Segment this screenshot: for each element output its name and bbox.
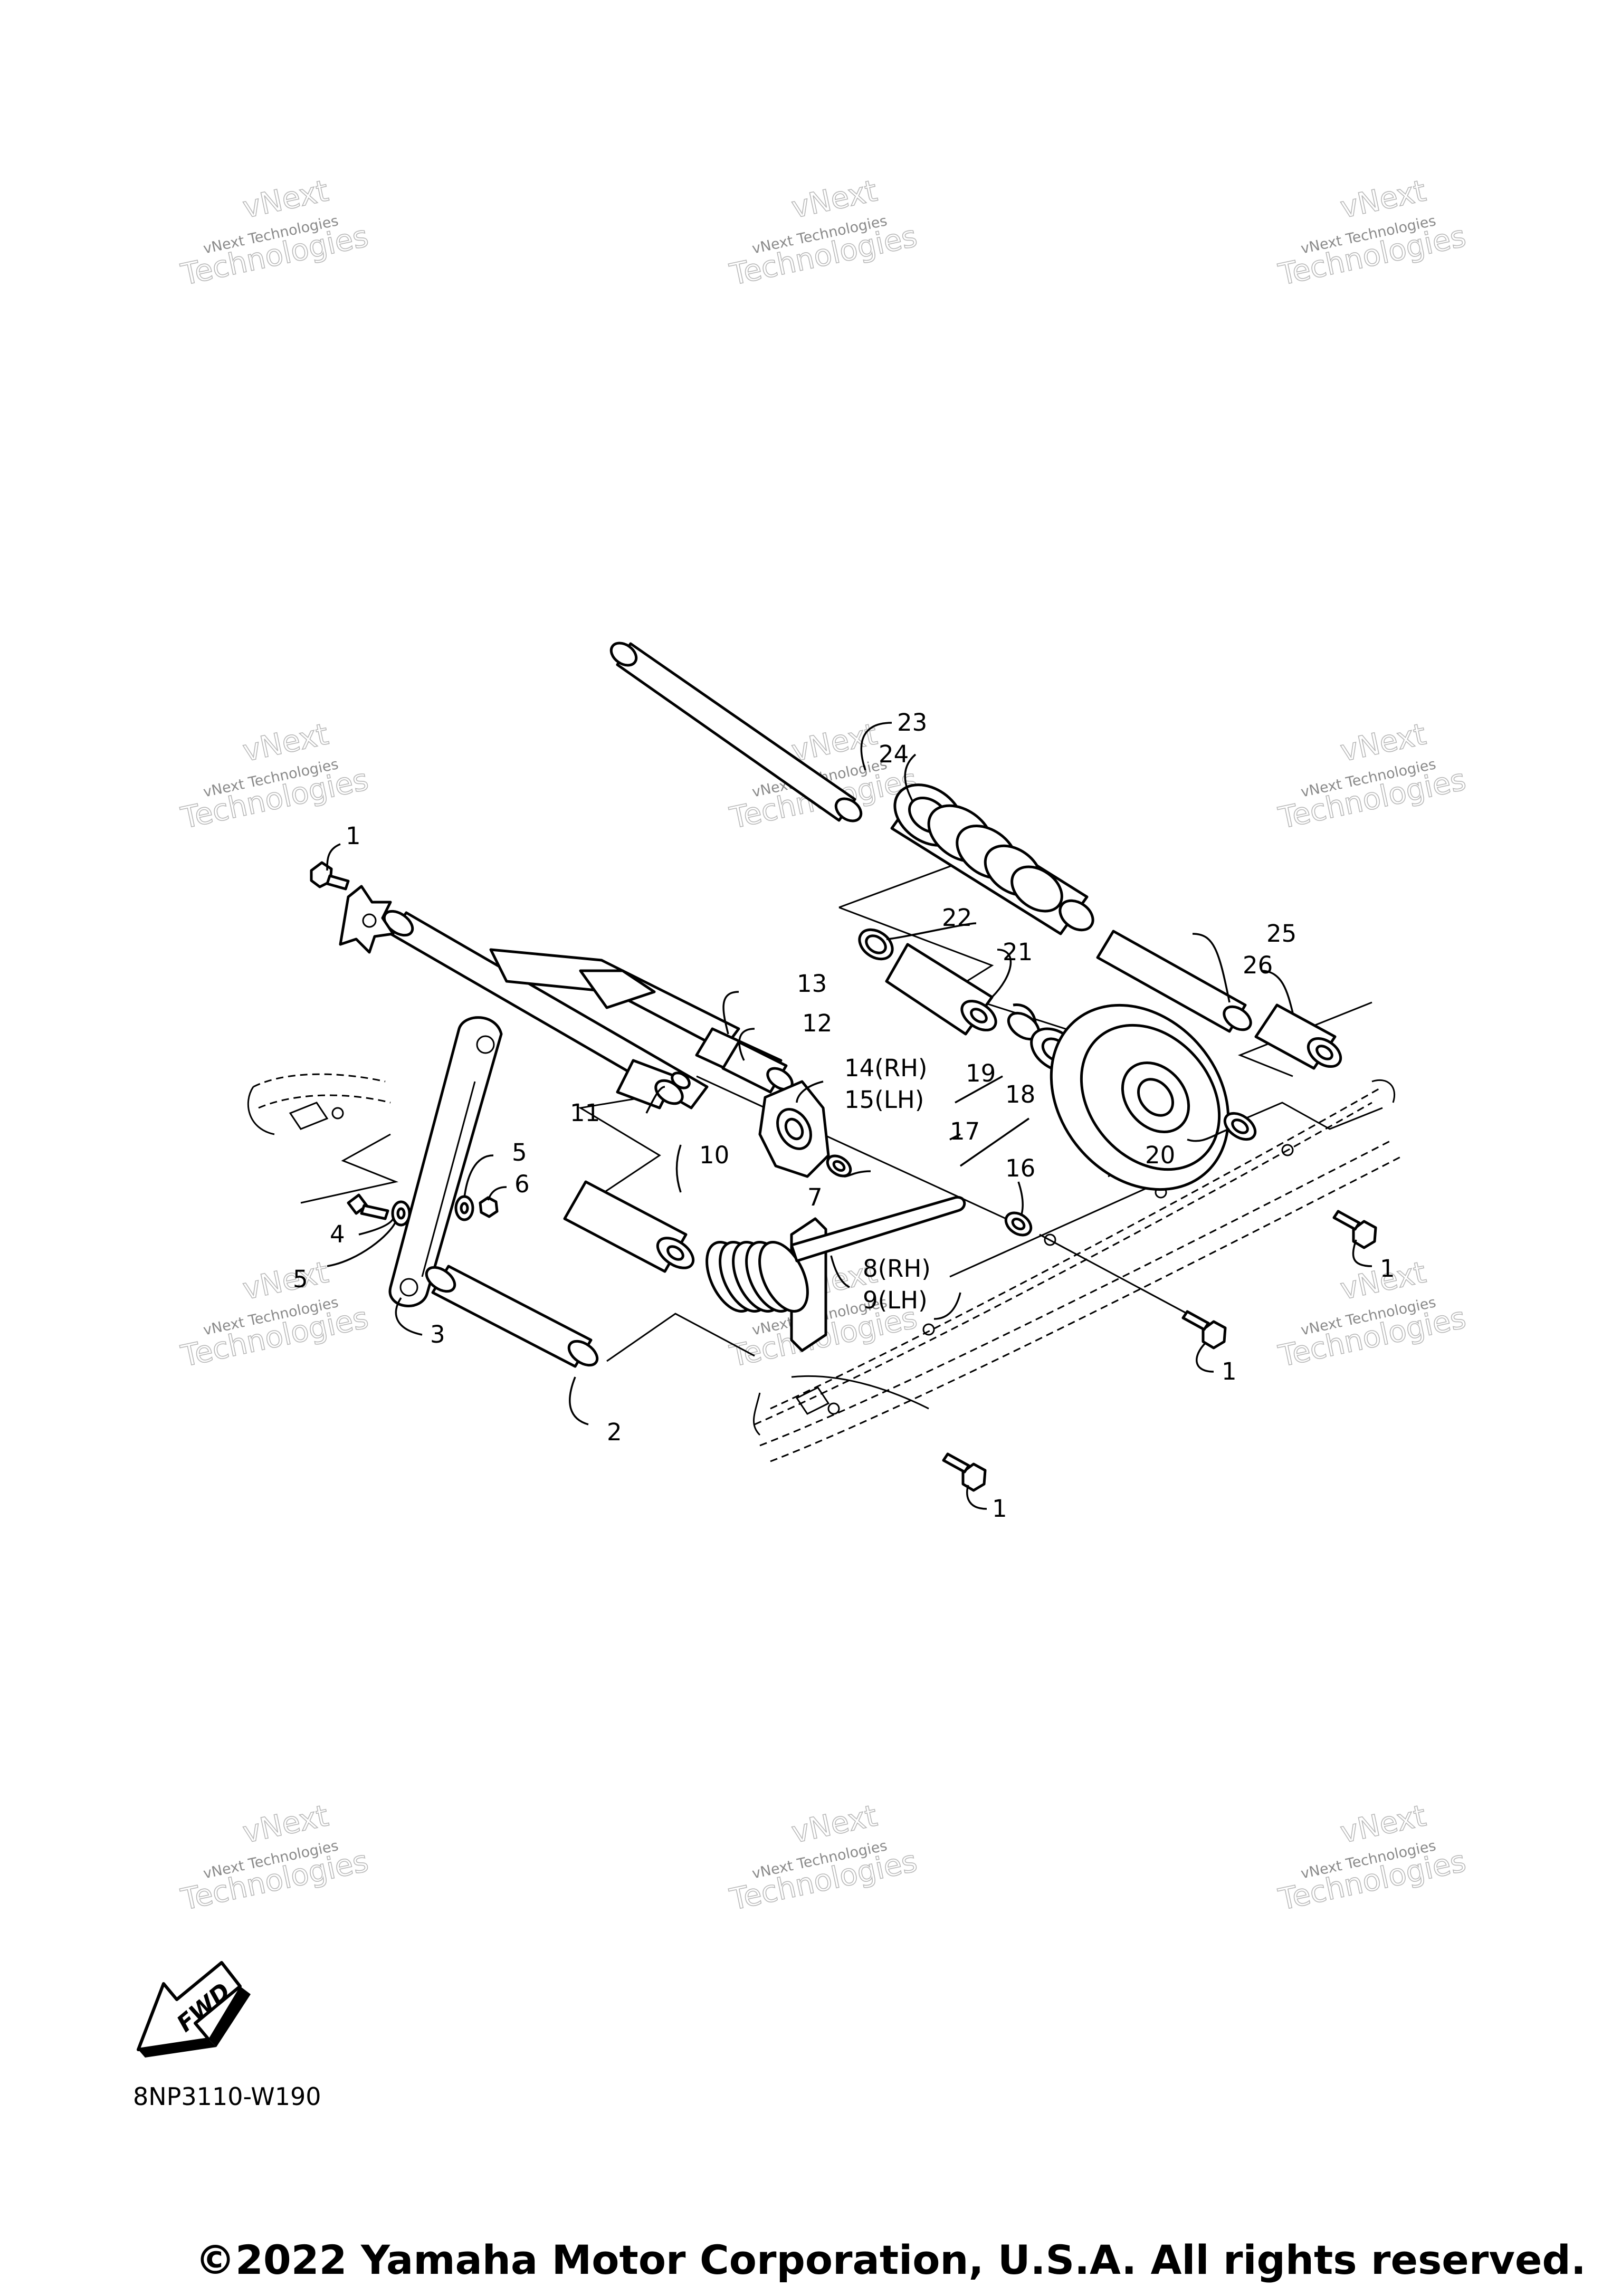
callout-2: 2 [607, 1418, 622, 1446]
callout-1-top-left: 1 [346, 822, 361, 850]
part-25-collar [1096, 930, 1252, 1033]
callout-20: 20 [1145, 1141, 1175, 1169]
part-24-shock-absorber [890, 783, 1094, 935]
part-1-bolt-center [1181, 1310, 1227, 1350]
callout-1-bottom: 1 [992, 1495, 1007, 1523]
callout-21: 21 [1003, 938, 1033, 966]
callout-9-lh: 9(LH) [863, 1286, 928, 1314]
callout-6: 6 [514, 1170, 530, 1198]
callout-16: 16 [1005, 1154, 1035, 1182]
watermark-bottom-left: vNext Technologies vNext Technologies [178, 1798, 372, 1917]
drawing-code: 8NP3110-W190 [133, 2082, 321, 2111]
part-4-bolt [347, 1193, 389, 1220]
callout-5-upper: 5 [512, 1139, 527, 1166]
callout-15-lh: 15(LH) [844, 1086, 924, 1114]
callout-labels: 23 24 1 22 21 25 26 13 12 14(RH) 15(LH) … [293, 709, 1395, 1523]
part-10-bushing [563, 1180, 695, 1273]
callout-5-lower: 5 [293, 1265, 308, 1293]
part-14-15-spring-holder [758, 1080, 830, 1178]
callout-26: 26 [1243, 951, 1273, 979]
callout-leaders [326, 722, 1372, 1510]
part-1-bolt-bottom [942, 1452, 987, 1492]
callout-24: 24 [879, 740, 909, 768]
callout-12: 12 [802, 1009, 832, 1037]
callout-11: 11 [570, 1099, 600, 1127]
callout-17: 17 [950, 1117, 980, 1145]
part-17-idler-wheel [1050, 1003, 1230, 1191]
part-12-collar [721, 1040, 794, 1094]
part-11-bushing [616, 1059, 691, 1109]
part-21-collar [885, 943, 997, 1036]
watermark-top-left: vNext Technologies vNext Technologies [178, 173, 372, 292]
part-22-circlip [858, 928, 894, 961]
part-3-link-arm [388, 1016, 503, 1307]
slide-rail-frame [752, 1079, 1404, 1462]
part-5-washer-right [454, 1195, 474, 1221]
part-1-bolt-right [1332, 1210, 1377, 1249]
callout-4: 4 [330, 1220, 345, 1248]
callout-8-rh: 8(RH) [863, 1255, 931, 1283]
part-1-bolt-top-left [310, 861, 395, 954]
callout-1-center: 1 [1222, 1357, 1237, 1385]
part-2-collar [425, 1265, 599, 1368]
callout-13: 13 [797, 970, 827, 998]
copyright-notice: ©2022 Yamaha Motor Corporation, U.S.A. A… [195, 2236, 1586, 2283]
callout-22: 22 [942, 904, 972, 932]
part-7-circlip [826, 1154, 852, 1178]
callout-14-rh: 14(RH) [844, 1054, 927, 1082]
fwd-arrow-icon: FWD [137, 1961, 251, 2058]
callout-7: 7 [807, 1183, 823, 1211]
part-26-bushing [1254, 1003, 1342, 1070]
callout-1-right: 1 [1380, 1255, 1395, 1283]
callout-3: 3 [430, 1321, 445, 1348]
part-5-washer-left [391, 1200, 411, 1227]
part-8-9-torsion-spring [705, 1195, 966, 1352]
callout-10: 10 [699, 1141, 729, 1169]
watermark-bottom-right: vNext Technologies vNext Technologies [1275, 1798, 1470, 1917]
part-16-washer [1004, 1211, 1033, 1237]
watermark-mid-left: vNext Technologies vNext Technologies [178, 716, 372, 836]
part-13-swing-arm [383, 910, 783, 1109]
frame-bracket-left [247, 1073, 391, 1135]
part-6-nut [479, 1196, 499, 1218]
callout-19: 19 [966, 1059, 996, 1087]
watermark-bottom-center: vNext Technologies vNext Technologies [727, 1798, 921, 1917]
part-20-circlip [1223, 1112, 1257, 1141]
watermark-low-left: vNext Technologies vNext Technologies [178, 1255, 372, 1374]
watermark-low-right: vNext Technologies vNext Technologies [1275, 1255, 1470, 1374]
part-23-shaft [609, 642, 863, 822]
callout-23: 23 [897, 709, 927, 736]
watermark-top-center: vNext Technologies vNext Technologies [727, 173, 921, 292]
callout-25: 25 [1266, 920, 1296, 948]
watermark-mid-right: vNext Technologies vNext Technologies [1275, 716, 1470, 836]
callout-18: 18 [1005, 1080, 1035, 1108]
watermark-top-right: vNext Technologies vNext Technologies [1275, 173, 1470, 292]
